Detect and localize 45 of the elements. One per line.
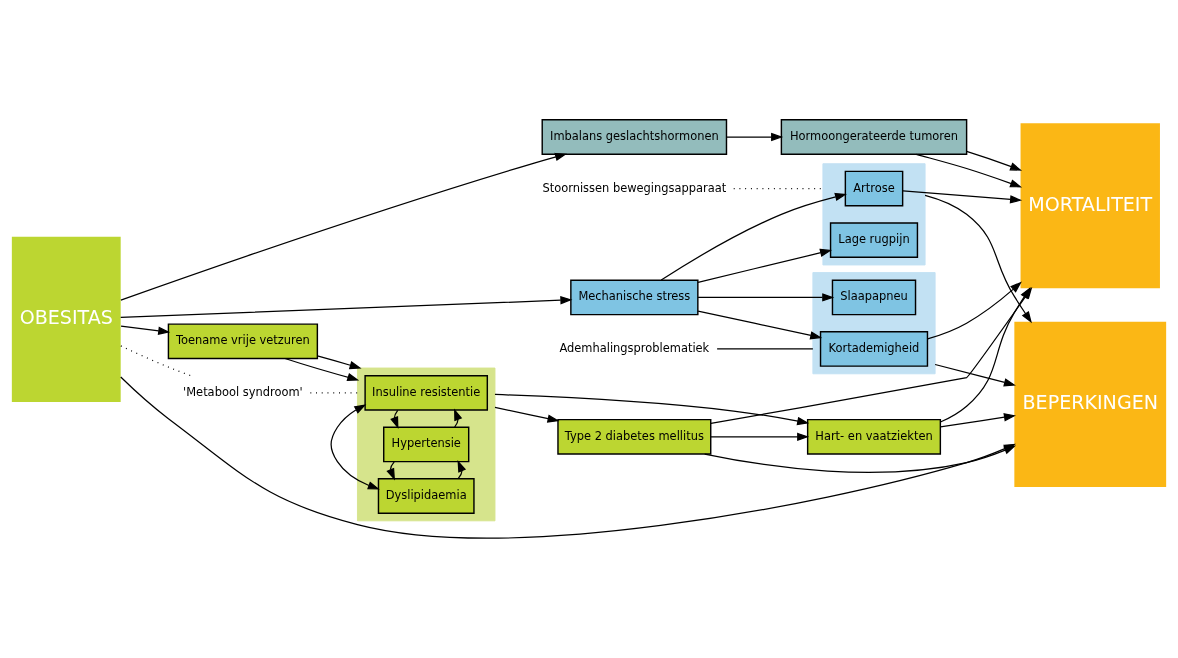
node-box: OBESITAS	[11, 236, 121, 402]
arrow	[710, 432, 810, 441]
arrow	[697, 293, 835, 302]
arrow	[939, 413, 1016, 428]
arrow	[120, 296, 573, 318]
arrow	[934, 363, 1016, 387]
arrow	[902, 190, 1023, 204]
node-box: Slaapapneu	[831, 279, 917, 316]
arrow	[725, 132, 784, 142]
node-box: Type 2 diabetes mellitus	[557, 418, 712, 455]
arrow	[915, 153, 1023, 188]
node-text: 'Metabool syndroom'	[183, 384, 303, 399]
arrow	[120, 152, 568, 301]
node-box: Toename vrije vetzuren	[167, 323, 319, 360]
arrow	[965, 150, 1023, 171]
node-box: Hypertensie	[383, 426, 470, 463]
cluster	[812, 272, 936, 375]
arrow	[457, 460, 467, 480]
connector	[716, 348, 814, 350]
node-box: MORTALITEIT	[1020, 123, 1160, 289]
arrow	[316, 355, 362, 370]
node-box: Mechanische stress	[570, 279, 699, 316]
node-box: BEPERKINGEN	[1014, 321, 1167, 487]
node-box: Hormoongerateerde tumoren	[780, 119, 968, 155]
cluster	[357, 367, 496, 522]
arrow	[660, 192, 847, 281]
node-box: Artrose	[844, 170, 904, 207]
arrow	[284, 357, 360, 381]
arrow	[330, 404, 380, 490]
node-text: Ademhalingsproblematiek	[559, 340, 710, 355]
node-box: Lage rugpijn	[829, 222, 919, 259]
arrow	[494, 393, 810, 426]
node-text: Stoornissen bewegingsapparaat	[542, 180, 727, 195]
node-box: Dyslipidaemia	[377, 478, 475, 514]
arrow	[454, 408, 463, 428]
arrow	[927, 281, 1022, 340]
cluster	[822, 163, 926, 266]
arrow	[697, 248, 833, 283]
node-box: Hart- en vaatziekten	[806, 418, 942, 455]
arrow	[120, 325, 171, 335]
node-box: Imbalans geslachtshormonen	[541, 119, 728, 155]
arrow	[697, 310, 823, 340]
node-box: Insuline resistentie	[364, 375, 489, 411]
node-box: Kortademigheid	[819, 331, 929, 367]
arrow	[494, 406, 560, 423]
